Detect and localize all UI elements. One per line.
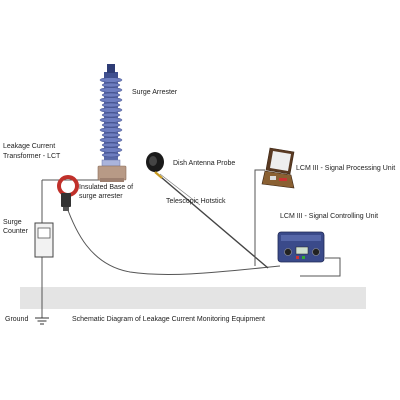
ground-strip [20, 287, 366, 309]
signal-controlling-unit-graphic [277, 231, 325, 263]
surge-counter-box [34, 222, 54, 258]
unit-interconnect-wire [254, 169, 265, 266]
telescopic-hotstick-pole [154, 171, 269, 269]
signal-processing-unit-graphic [261, 147, 295, 189]
label-lct-line2: Transformer - LCT [3, 153, 61, 160]
lct-cable [65, 204, 281, 275]
ground-symbol [35, 317, 49, 325]
dish-antenna-probe [146, 152, 164, 179]
diagram-caption: Schematic Diagram of Leakage Current Mon… [72, 316, 265, 323]
label-telescopic-hotstick: Telescopic Hotstick [166, 198, 226, 205]
label-insulated-base-line1: Insulated Base of [79, 184, 134, 191]
label-surge-counter-line1: Surge [3, 219, 22, 226]
surge-arrester [99, 64, 123, 167]
label-insulated-base-line2: surge arrester [79, 193, 123, 200]
label-ground: Ground [5, 316, 29, 323]
lct-clamp [57, 175, 79, 211]
label-signal-processing-unit: LCM III - Signal Processing Unit [296, 165, 396, 172]
controller-return-wire [300, 257, 341, 277]
label-surge-arrester: Surge Arrester [132, 89, 178, 96]
insulated-base [97, 165, 127, 182]
label-surge-counter-line2: Counter [3, 228, 28, 235]
label-signal-controlling-unit: LCM III - Signal Controlling Unit [280, 213, 379, 220]
hotstick-cable [159, 173, 201, 206]
label-dish-antenna-probe: Dish Antenna Probe [173, 160, 236, 167]
label-lct-line1: Leakage Current [3, 143, 56, 150]
